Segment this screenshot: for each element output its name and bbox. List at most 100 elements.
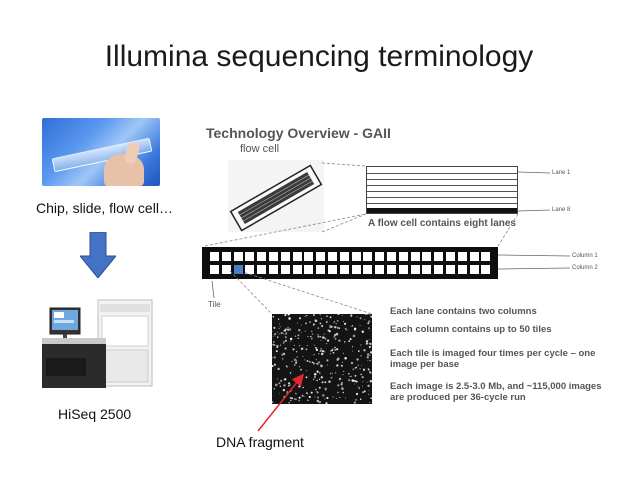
cluster-dot (330, 350, 332, 352)
cluster-dot (367, 322, 370, 325)
cluster-dot (359, 398, 362, 401)
tile (422, 252, 432, 261)
cluster-dot (357, 386, 359, 388)
cluster-dot (367, 359, 369, 361)
cluster-dot (273, 356, 276, 359)
cluster-dot (290, 340, 292, 342)
cluster-dot (302, 386, 305, 389)
tile (269, 252, 278, 261)
cluster-dot (364, 319, 366, 321)
cluster-dot (320, 376, 323, 379)
cluster-dot (350, 325, 352, 327)
cluster-dot (330, 376, 333, 379)
cluster-dot (369, 342, 372, 346)
tile (434, 252, 444, 261)
cluster-dot (341, 381, 343, 384)
cluster-dot (341, 314, 344, 316)
cluster-dot (363, 349, 366, 352)
cluster-dot (366, 356, 369, 359)
cluster-dot (286, 392, 288, 394)
cluster-dot (293, 363, 296, 366)
slide-title: Illumina sequencing terminology (104, 40, 534, 73)
cluster-dot (289, 328, 292, 331)
cluster-dot (364, 314, 367, 315)
cluster-dot (317, 334, 319, 336)
cluster-dot (350, 314, 353, 317)
cluster-dot (294, 335, 297, 337)
tile (457, 265, 467, 274)
cluster-dot (324, 351, 326, 353)
cluster-dot (327, 364, 329, 366)
tile (328, 252, 337, 261)
cluster-dot (299, 366, 301, 368)
fact-lane-columns: Each lane contains two columns (390, 306, 537, 317)
cluster-dot (359, 368, 361, 370)
tile (304, 252, 314, 261)
cluster-dot (272, 340, 275, 343)
cluster-dot (311, 361, 314, 364)
cluster-dot (319, 335, 322, 338)
cluster-dot (338, 339, 341, 342)
cluster-dot (310, 337, 313, 340)
cluster-dot (283, 384, 286, 387)
tile (410, 265, 420, 274)
cluster-dot (272, 330, 274, 332)
cluster-dot (313, 376, 316, 379)
cluster-dot (318, 361, 321, 364)
cluster-dot (350, 361, 354, 365)
cluster-dot (370, 315, 372, 318)
cluster-dot (336, 320, 339, 322)
tile (469, 252, 479, 261)
cluster-dot (301, 394, 304, 397)
cluster-dot (369, 371, 371, 373)
cluster-dot (280, 379, 283, 382)
cluster-dot (356, 358, 359, 361)
cluster-dot (321, 381, 324, 384)
cluster-dot (348, 340, 351, 343)
tile (434, 265, 444, 274)
cluster-dot (288, 384, 290, 387)
cluster-dot (312, 378, 315, 381)
cluster-dot (365, 342, 368, 345)
cluster-dot (318, 352, 320, 355)
cluster-dot (304, 316, 306, 317)
tile (233, 265, 243, 274)
cluster-dot (361, 376, 364, 379)
cluster-dot (288, 317, 291, 320)
tile-image (272, 314, 372, 404)
cluster-dot (276, 344, 278, 347)
cluster-dot (337, 392, 339, 394)
tile (221, 265, 231, 274)
cluster-dot (357, 364, 359, 366)
cluster-dot (310, 335, 312, 338)
cluster-dot (272, 335, 274, 337)
cluster-dot (296, 381, 298, 383)
cluster-dot (320, 364, 323, 368)
tile (387, 252, 396, 261)
cluster-dot (351, 379, 353, 381)
cluster-dot (272, 343, 275, 346)
cluster-dot (360, 355, 362, 357)
cluster-dot (313, 353, 315, 356)
cluster-dot (316, 362, 319, 366)
cluster-dot (316, 399, 319, 403)
cluster-dot (367, 384, 370, 388)
chip-label: Chip, slide, flow cell… (36, 200, 173, 216)
cluster-dot (335, 372, 337, 374)
cluster-dot (321, 352, 324, 356)
cluster-dot (319, 314, 321, 316)
cluster-dot (344, 340, 346, 343)
cluster-dot (283, 341, 285, 343)
cluster-dot (349, 375, 351, 377)
cluster-dot (315, 347, 317, 349)
cluster-dot (296, 356, 298, 358)
tile (210, 252, 219, 261)
tile (280, 252, 290, 261)
cluster-dot (285, 339, 287, 342)
fact-column-tiles: Each column contains up to 50 tiles (390, 324, 552, 335)
cluster-dot (276, 346, 279, 349)
cluster-dot (296, 322, 298, 324)
cluster-dot (332, 396, 334, 398)
cluster-dot (340, 364, 343, 367)
cluster-dot (359, 325, 361, 327)
